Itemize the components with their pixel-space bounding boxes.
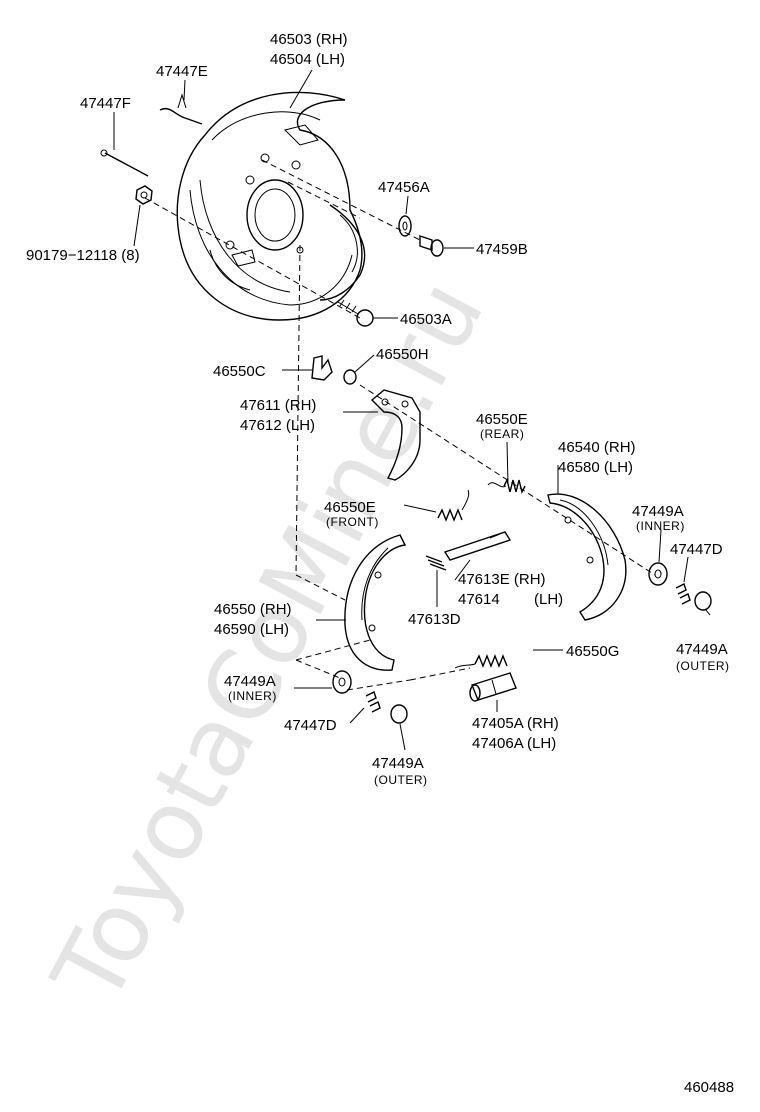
label-47447E: 47447E bbox=[156, 63, 208, 80]
cup-47449A-outer-left bbox=[390, 704, 408, 724]
label-47449A-outer-left: 47449A bbox=[372, 755, 424, 772]
backing-plate bbox=[176, 91, 366, 321]
adjuster-47613E bbox=[443, 531, 512, 561]
label-rear: (REAR) bbox=[480, 427, 524, 441]
label-47613E: 47613E (RH) bbox=[458, 571, 546, 588]
spring-46550E-rear bbox=[487, 477, 526, 495]
label-47405A: 47405A (RH) bbox=[472, 715, 559, 732]
bolt-46503A bbox=[337, 299, 374, 327]
label-46504: 46504 (LH) bbox=[270, 51, 345, 68]
cup-47449A-inner-right bbox=[648, 562, 668, 586]
shoe-46550 bbox=[344, 534, 407, 671]
spring-47447D-left bbox=[365, 691, 381, 713]
spring-47613D bbox=[425, 555, 447, 571]
label-47456A: 47456A bbox=[378, 179, 430, 196]
cylinder-47405A bbox=[469, 672, 517, 702]
label-outer-right: (OUTER) bbox=[676, 659, 730, 673]
label-46550G: 46550G bbox=[566, 643, 619, 660]
label-46590: 46590 (LH) bbox=[214, 621, 289, 638]
label-outer-left: (OUTER) bbox=[374, 773, 428, 787]
label-46550: 46550 (RH) bbox=[214, 601, 292, 618]
label-46550C: 46550C bbox=[213, 363, 266, 380]
label-46550E-rear: 46550E bbox=[476, 411, 528, 428]
pin-47447F bbox=[100, 149, 149, 177]
cup-47449A-outer-right bbox=[694, 591, 712, 611]
watermark: ToyotaCoMine.ru bbox=[31, 263, 506, 1022]
shoe-46540 bbox=[547, 493, 627, 621]
spring-47447D-right bbox=[675, 583, 691, 605]
label-47449A-outer-right: 47449A bbox=[676, 641, 728, 658]
washer-47456A bbox=[398, 215, 412, 237]
label-46550E-front: 46550E bbox=[324, 499, 376, 516]
part-labels: 46503 (RH) 46504 (LH) 47447E 47447F 4745… bbox=[26, 31, 734, 1096]
label-47406A: 47406A (LH) bbox=[472, 735, 556, 752]
leader-lines bbox=[113, 69, 711, 751]
label-inner-left: (INNER) bbox=[228, 689, 277, 703]
clip-46550C bbox=[311, 355, 333, 381]
label-front: (FRONT) bbox=[326, 515, 379, 529]
label-47611: 47611 (RH) bbox=[240, 397, 316, 414]
lever-47611 bbox=[370, 389, 421, 481]
label-46540: 46540 (RH) bbox=[558, 439, 636, 456]
label-46580: 46580 (LH) bbox=[558, 459, 633, 476]
label-46503: 46503 (RH) bbox=[270, 31, 348, 48]
label-47613D: 47613D bbox=[408, 611, 461, 628]
label-47449A-inner-right: 47449A bbox=[632, 503, 684, 520]
label-47449A-inner-left: 47449A bbox=[224, 673, 276, 690]
spring-46550E-front bbox=[437, 489, 470, 522]
diagram-id: 460488 bbox=[684, 1079, 734, 1096]
label-47614: 47614 bbox=[458, 591, 500, 608]
nut-90179 bbox=[135, 185, 153, 205]
label-90179: 90179−12118 (8) bbox=[26, 247, 140, 264]
clip-47447E bbox=[159, 93, 203, 125]
washer-46550H bbox=[343, 369, 357, 385]
label-47447F: 47447F bbox=[80, 95, 131, 112]
label-46503A: 46503A bbox=[400, 311, 452, 328]
label-inner-right: (INNER) bbox=[636, 519, 685, 533]
label-47447D-right: 47447D bbox=[670, 541, 723, 558]
label-47459B: 47459B bbox=[476, 241, 528, 258]
label-47447D-left: 47447D bbox=[284, 717, 337, 734]
label-47614-lh: (LH) bbox=[534, 591, 563, 608]
spring-46550G bbox=[454, 654, 508, 669]
bolt-47459B bbox=[419, 235, 444, 257]
cup-47449A-inner-left bbox=[332, 670, 352, 694]
label-46550H: 46550H bbox=[376, 346, 429, 363]
label-47612: 47612 (LH) bbox=[240, 417, 315, 434]
